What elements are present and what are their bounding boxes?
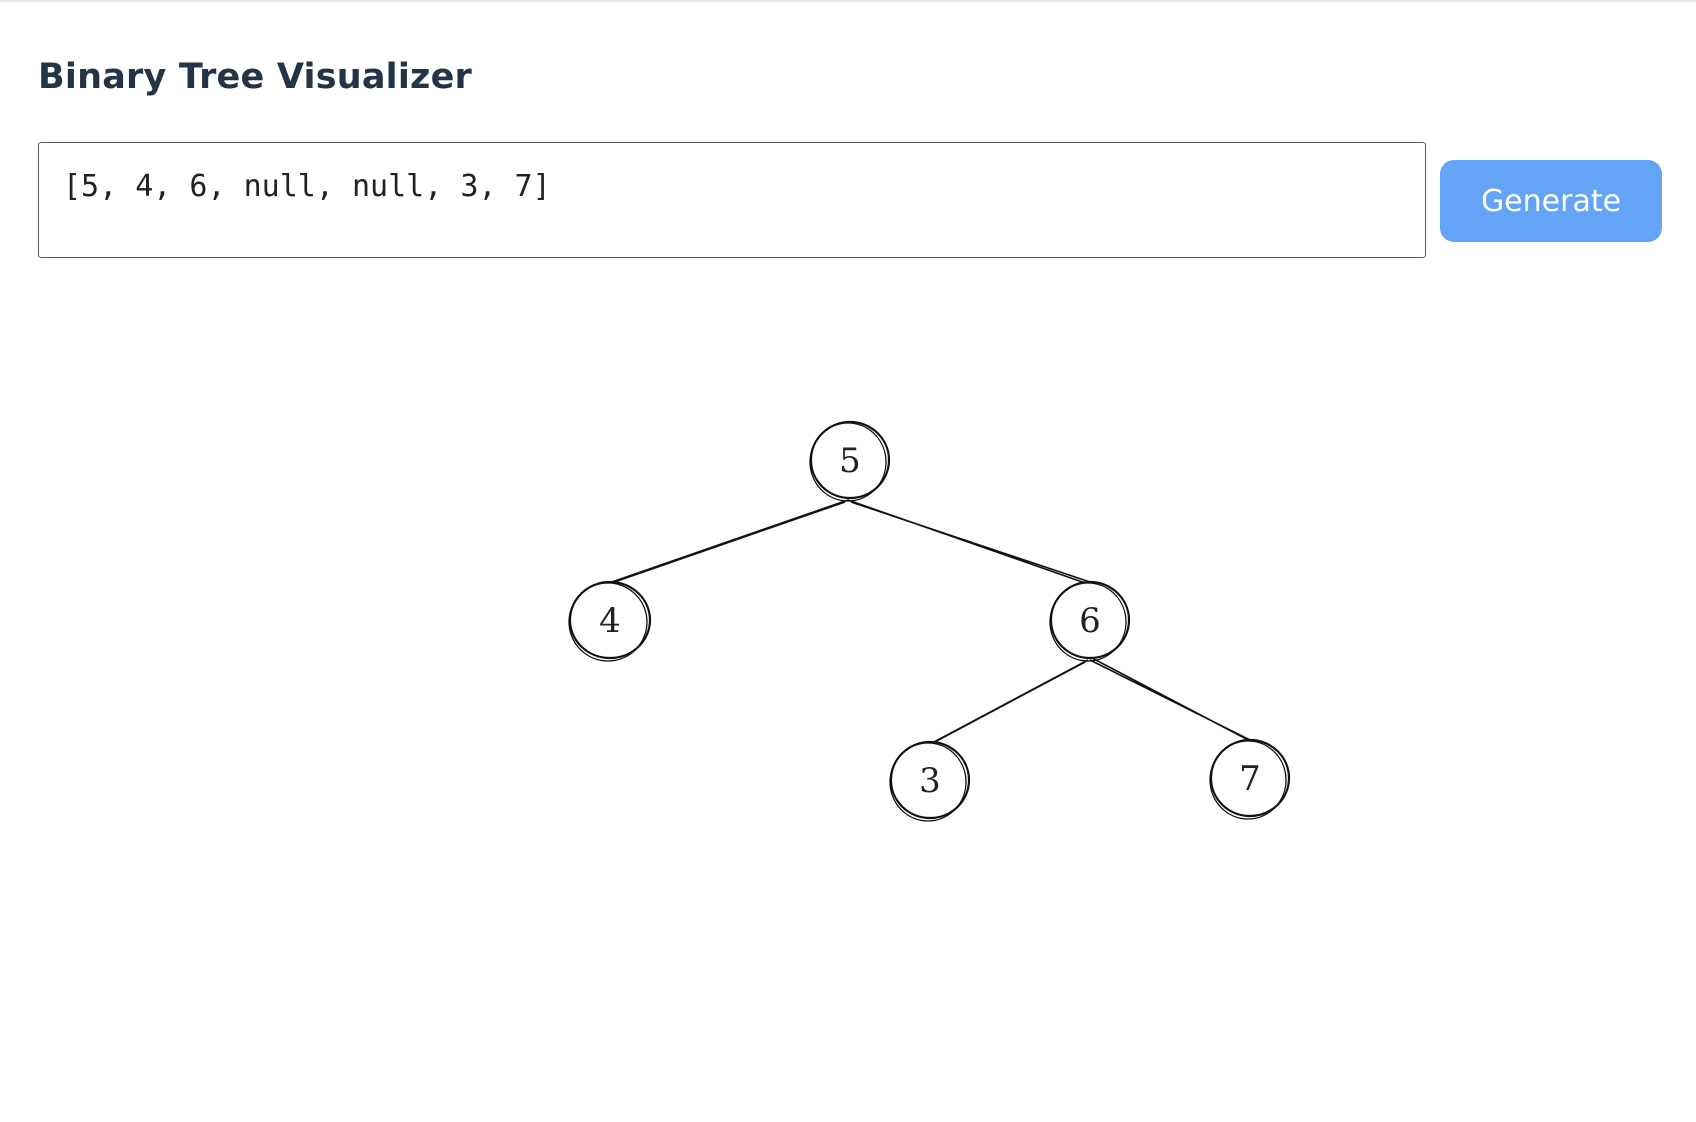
- tree-edge-5-4: [602, 499, 849, 587]
- tree-node-6: 6: [1049, 580, 1131, 662]
- tree-node-label: 6: [1079, 601, 1101, 641]
- tree-edge-6-3: [930, 659, 1089, 745]
- tree-edge-6-7: [1089, 657, 1253, 743]
- array-input[interactable]: [5, 4, 6, null, null, 3, 7]: [38, 142, 1426, 258]
- tree-edges: [602, 499, 1253, 745]
- tree-node-label: 3: [919, 761, 941, 801]
- tree-node-label: 7: [1239, 759, 1261, 799]
- tree-node-label: 5: [839, 441, 861, 481]
- tree-node-label: 4: [599, 601, 621, 641]
- tree-edge-5-6: [847, 499, 1091, 585]
- tree-node-3: 3: [889, 740, 971, 822]
- tree-node-4: 4: [568, 580, 652, 662]
- top-border: [0, 0, 1696, 2]
- tree-node-7: 7: [1209, 738, 1291, 820]
- page-title: Binary Tree Visualizer: [38, 57, 473, 97]
- generate-button[interactable]: Generate: [1440, 160, 1662, 242]
- tree-node-5: 5: [809, 420, 891, 502]
